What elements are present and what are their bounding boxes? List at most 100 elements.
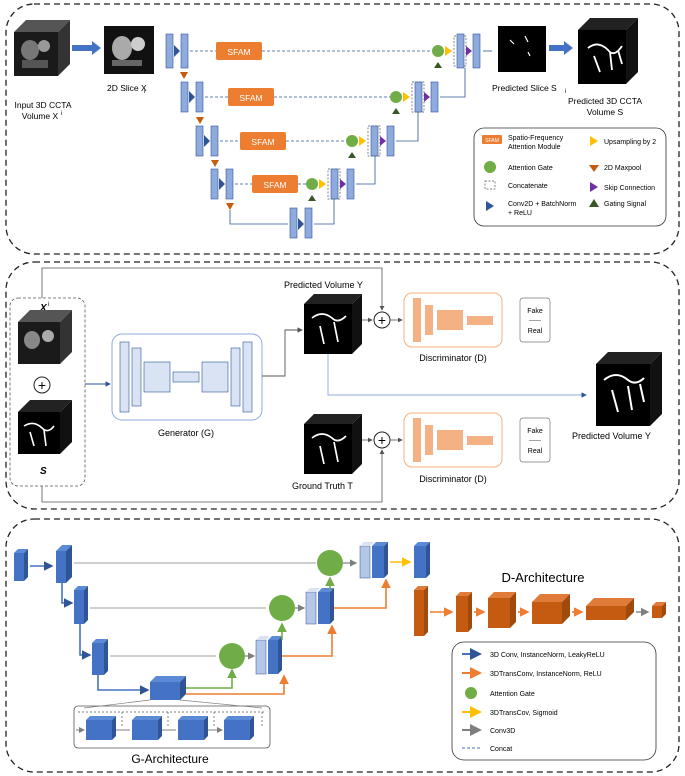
conv-marker-5 — [298, 218, 304, 230]
pred-volume-cube — [304, 294, 362, 354]
sfam-level2 — [228, 88, 274, 106]
g-concat-3 — [255, 636, 282, 675]
d-cube-1 — [414, 586, 428, 636]
bottleneck-block-a — [289, 207, 298, 239]
bottom-disc-block-2 — [425, 425, 433, 455]
maxpool-3 — [211, 160, 219, 167]
g-concat-1 — [359, 542, 388, 579]
g-detail-cube-1 — [86, 716, 116, 740]
s-cube — [18, 400, 72, 454]
slice-label-sub: i — [144, 89, 145, 95]
gating-marker-2 — [392, 108, 400, 114]
legend-skip: Skip Connection — [604, 185, 655, 192]
skip-marker-2 — [424, 92, 430, 102]
bottom-disc-block-4 — [467, 436, 493, 445]
maxpool-1 — [180, 72, 188, 79]
legend-upsample-icon — [590, 136, 598, 146]
legend-gating: Gating Signal — [604, 201, 646, 208]
bottom-disc-block-3 — [437, 430, 463, 450]
s-label: S — [40, 466, 47, 477]
generator-label: Generator (G) — [158, 428, 214, 438]
legend-upsampling: Upsampling by 2 — [604, 139, 656, 146]
legend-sfam-swatch — [482, 135, 502, 144]
gen-block-5 — [201, 361, 229, 393]
top-disc-block-1 — [413, 298, 421, 342]
attention-gate-1 — [432, 45, 444, 57]
top-disc-block-4 — [467, 316, 493, 325]
top-fake-label: Fake — [527, 308, 543, 315]
dec2-block-a — [414, 81, 423, 113]
conv-marker-4 — [219, 178, 225, 190]
legend-maxpool: 2D Maxpool — [604, 165, 642, 172]
sfam-level3-label: SFAM — [251, 137, 274, 147]
level4-up-path — [356, 156, 376, 185]
slice-image — [104, 26, 154, 74]
sfam-level3 — [240, 132, 286, 150]
enc4-block-b — [225, 168, 234, 200]
input-stack-box — [9, 297, 86, 487]
legend-maxpool-icon — [589, 165, 599, 172]
legend-skip-icon — [590, 182, 598, 192]
legend-concat-icon — [484, 180, 496, 190]
g-enc-cube-3 — [74, 586, 88, 624]
pred-volume-line2: Volume S — [587, 107, 624, 117]
sfam-level1-label: SFAM — [227, 47, 250, 57]
pred-volume-line1: Predicted 3D CCTA — [568, 96, 642, 106]
bottom-discriminator-label: Discriminator (D) — [419, 474, 487, 484]
g-output-cube — [414, 542, 430, 578]
bottom-concat-plus: + — [378, 432, 386, 448]
g-attention-gate-2 — [269, 595, 295, 621]
generator-to-pred — [262, 327, 303, 377]
panel1-legend-box — [473, 127, 667, 227]
enc2-block-a — [180, 81, 189, 113]
input-label-line2: Volume X — [22, 111, 59, 121]
d-cube-5 — [586, 598, 634, 620]
upsample-marker-2 — [403, 92, 410, 102]
ground-truth-cube — [304, 414, 362, 474]
legend-p3-attention: Attention Gate — [490, 691, 535, 698]
enc3-block-a — [195, 125, 204, 157]
predicted-volume-cube — [578, 18, 638, 84]
gating-marker — [434, 62, 442, 68]
attention-gate-4 — [306, 178, 318, 190]
skip-marker-4 — [340, 179, 346, 189]
ground-truth-label: Ground Truth T — [292, 481, 353, 491]
legend-conv-2: + ReLU — [508, 210, 532, 217]
g-detail-cube-3 — [178, 716, 208, 740]
bottom-dash-label: ------ — [529, 438, 541, 444]
g-dec2-up — [334, 578, 391, 609]
legend-concatenate: Concatenate — [508, 183, 548, 190]
top-dash-label: ------ — [529, 318, 541, 324]
dec4-block-a — [330, 168, 339, 200]
g-attention-gate-3 — [219, 643, 245, 669]
final-pred-volume-cube — [596, 352, 662, 426]
g-bottleneck-to-gate — [186, 668, 237, 689]
g-dec3-up — [282, 624, 337, 657]
legend-attention-gate: Attention Gate — [508, 165, 553, 172]
legend-transcov-sigmoid: 3DTransCov, Sigmoid — [490, 710, 558, 717]
legend-p3-attention-icon — [465, 687, 477, 699]
pred-volume-y-label: Predicted Volume Y — [284, 280, 363, 290]
d-arch-label: D-Architecture — [501, 570, 584, 585]
g-arch-bracket — [83, 699, 263, 709]
legend-concat-p3: Concat — [490, 746, 512, 753]
legend-gating-icon — [589, 199, 599, 207]
conv-marker — [174, 45, 180, 57]
legend-sfam-swatch-label: SFAM — [485, 138, 499, 144]
sfam-level2-label: SFAM — [239, 93, 262, 103]
x-sup: i — [48, 302, 49, 308]
skip-marker — [466, 46, 472, 56]
s-to-bottom-concat — [41, 449, 385, 503]
d-cube-4 — [532, 594, 570, 624]
top-discriminator-label: Discriminator (D) — [419, 353, 487, 363]
enc4-block-a — [210, 168, 219, 200]
level3-up-path — [396, 112, 419, 142]
input-volume-cube — [14, 20, 70, 76]
enc2-block-b — [195, 81, 204, 113]
g-enc-cube-1 — [14, 549, 28, 581]
skip-marker-3 — [380, 136, 386, 146]
upsample-marker-4 — [319, 179, 326, 189]
attention-gate-2 — [390, 91, 402, 103]
attention-gate-3 — [346, 135, 358, 147]
